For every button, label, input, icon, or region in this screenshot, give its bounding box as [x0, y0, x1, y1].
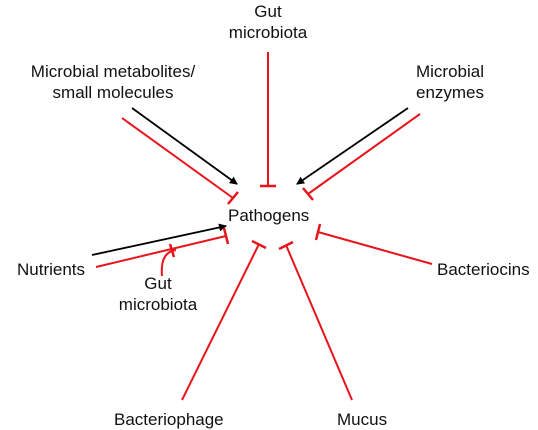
edge-nutrients-activates: [91, 223, 227, 256]
edge-gut-microbiota-bottom-inhibits: [160, 243, 177, 277]
node-pathogens: Pathogens: [228, 206, 310, 225]
edge-metabolites-activates: [131, 107, 238, 185]
edge-enzymes-inhibits: [302, 113, 421, 201]
node-nutrients: Nutrients: [17, 260, 86, 279]
node-mucus: Mucus: [337, 410, 388, 429]
node-gut-microbiota-bottom-line1: Gut: [144, 274, 172, 293]
node-metabolites-line2: small molecules: [52, 83, 174, 102]
node-gut-microbiota-bottom: Gut microbiota: [108, 273, 208, 315]
edge-enzymes-activates: [296, 107, 409, 185]
edge-mucus-inhibits: [278, 240, 353, 401]
node-metabolites-line1: Microbial metabolites/: [30, 62, 196, 81]
edge-gut-microbiota-top-inhibits: [260, 52, 276, 188]
node-gut-microbiota-top-line1: Gut: [254, 2, 282, 21]
node-gut-microbiota-top: Gut microbiota: [218, 1, 318, 43]
node-gut-microbiota-bottom-line2: microbiota: [118, 295, 198, 314]
node-enzymes: Microbial enzymes: [393, 61, 507, 103]
node-enzymes-line2: enzymes: [415, 83, 485, 102]
edge-metabolites-inhibits: [121, 117, 239, 205]
node-bacteriophage: Bacteriophage: [114, 410, 224, 429]
node-metabolites: Microbial metabolites/ small molecules: [0, 61, 226, 103]
edge-bacteriocins-inhibits: [314, 223, 433, 265]
node-gut-microbiota-top-line2: microbiota: [228, 23, 308, 42]
edge-nutrients-inhibits: [95, 227, 230, 268]
node-bacteriocins: Bacteriocins: [437, 260, 530, 279]
node-enzymes-line1: Microbial: [415, 62, 485, 81]
edge-bacteriophage-inhibits: [181, 239, 267, 401]
